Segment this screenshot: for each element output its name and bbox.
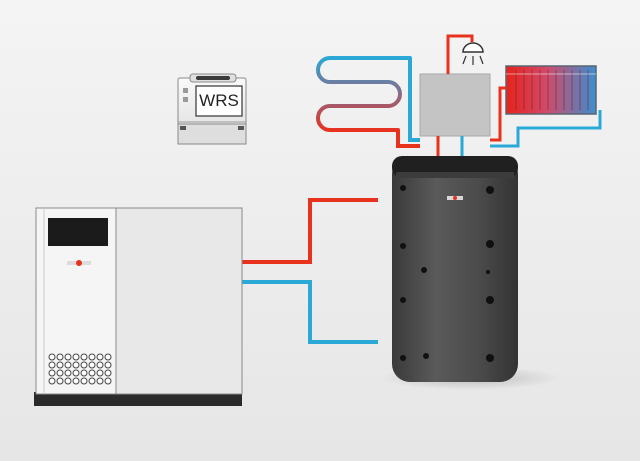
hot-water-station-icon bbox=[419, 73, 491, 137]
buffer-tank-icon bbox=[392, 156, 518, 382]
wrs-control-unit-icon: WRS bbox=[177, 73, 247, 145]
radiator-return-pipe bbox=[490, 110, 602, 148]
wrs-label: WRS bbox=[199, 91, 239, 110]
radiator-supply-pipe bbox=[490, 86, 506, 142]
boiler-vent-grille bbox=[48, 353, 112, 385]
boiler-supply-pipe bbox=[242, 198, 378, 264]
shower-head-icon bbox=[446, 34, 484, 74]
boiler-display bbox=[48, 218, 108, 246]
boiler-icon bbox=[34, 207, 243, 406]
radiator-icon bbox=[505, 65, 597, 115]
floor-heating-supply-pipe bbox=[396, 130, 420, 148]
tank-brand-logo-icon bbox=[447, 196, 463, 200]
floor-heating-coil-icon bbox=[316, 56, 412, 132]
boiler-return-pipe bbox=[242, 280, 378, 344]
boiler-brand-logo-icon bbox=[67, 260, 91, 266]
floor-heating-return-pipe bbox=[408, 58, 420, 142]
